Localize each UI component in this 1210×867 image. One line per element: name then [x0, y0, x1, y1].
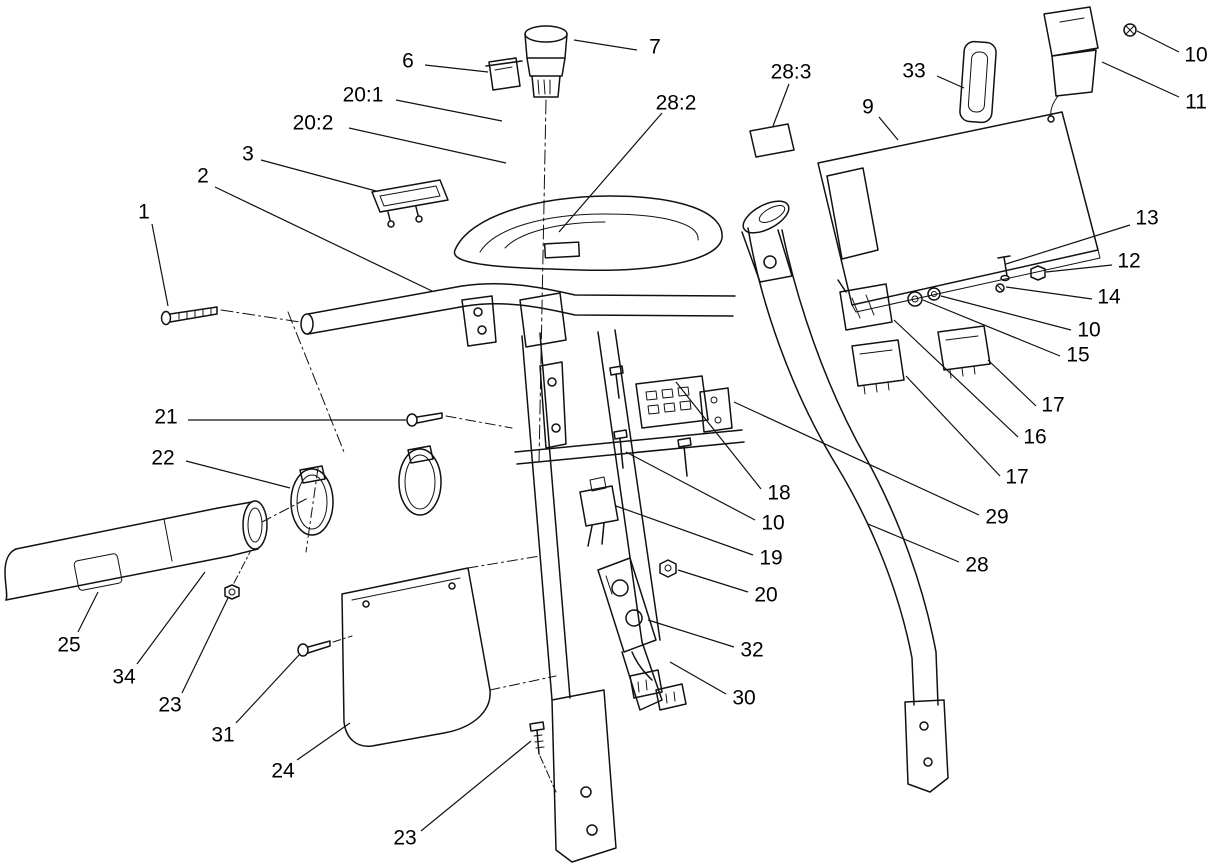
leader-line-22-24	[185, 460, 291, 489]
alignment-line-grip	[261, 497, 309, 523]
leader-line-17-18	[987, 359, 1037, 407]
leader-line-18-25	[675, 381, 762, 490]
leader-line-16-19	[893, 319, 1019, 438]
leader-line-32-29	[647, 619, 735, 648]
part-23-nut	[224, 584, 240, 600]
part-32-switch-bracket	[597, 557, 657, 653]
leader-line-3-2	[260, 159, 377, 192]
part-17-relay-b	[851, 339, 905, 395]
leader-line-1-0	[151, 223, 169, 307]
part-11-module	[1043, 6, 1099, 123]
part-console-panel	[453, 195, 723, 271]
alignment-line-left	[287, 311, 345, 453]
part-16-switch	[837, 279, 893, 331]
part-7-key-switch	[524, 25, 568, 98]
part-30-harness	[629, 651, 687, 711]
part-33-strap	[959, 40, 997, 124]
part-9-panel	[817, 111, 1101, 313]
part-6-cap	[485, 57, 523, 91]
part-20-nut	[659, 559, 677, 578]
leader-line-28-3-8	[772, 83, 790, 127]
part-34-grip-tube	[4, 507, 231, 601]
part-13-pin	[997, 255, 1011, 282]
part-28-right-handle	[741, 200, 949, 793]
part-29-bracket	[699, 387, 733, 433]
part-upper-handle	[300, 282, 736, 347]
part-23-bolt-bottom	[529, 721, 545, 755]
alignment-line-clamp	[305, 467, 319, 553]
leader-line-31-34	[235, 654, 300, 724]
part-3-bracket	[371, 179, 449, 228]
alignment-line-screw21	[445, 415, 513, 429]
part-31-screw	[297, 640, 331, 657]
part-17-relay-a	[937, 325, 991, 379]
leader-line-23-36	[420, 740, 532, 832]
part-18-fuse-block	[635, 375, 709, 429]
part-10-bolts-middle	[609, 365, 692, 477]
part-14-rivet	[995, 283, 1005, 293]
leader-line-13-13	[1005, 224, 1131, 265]
alignment-line-nut23	[233, 551, 251, 584]
part-10-screw-top	[1123, 23, 1137, 37]
leader-line-30-30	[669, 661, 727, 695]
leader-line-6-3	[424, 64, 489, 73]
leader-line-15-17	[922, 299, 1061, 357]
leader-line-23-33	[181, 597, 229, 694]
leader-line-33-9	[936, 75, 965, 89]
leader-line-14-15	[1005, 286, 1093, 300]
leader-line-9-10	[878, 116, 899, 141]
leader-line-28-2-7	[558, 112, 663, 233]
leader-line-10-16	[940, 295, 1072, 331]
leader-line-24-35	[296, 722, 351, 761]
part-22-clamps	[290, 445, 442, 536]
leader-line-25-31	[77, 591, 99, 633]
leader-line-7-4	[573, 39, 638, 51]
leader-line-17-20	[905, 375, 1001, 477]
leader-line-10-11	[1136, 30, 1180, 53]
leader-line-34-32	[136, 571, 206, 665]
alignment-line-panel24	[467, 555, 557, 691]
part-12-nut	[1030, 265, 1046, 281]
part-28-3-pad	[749, 123, 795, 158]
leader-lines	[77, 30, 1180, 832]
part-bolt-1	[160, 306, 218, 326]
alignment-line-bolt1	[220, 309, 301, 323]
part-21-screw	[406, 412, 443, 427]
centerline-key-switch	[538, 99, 547, 463]
part-19-connector	[579, 476, 619, 547]
part-25-inner-tube	[217, 500, 268, 557]
leader-line-19-27	[615, 505, 754, 556]
leader-line-2-1	[214, 186, 433, 292]
leader-line-28-22	[867, 523, 960, 563]
part-10-washer-right	[927, 287, 941, 301]
leader-line-11-12	[1101, 61, 1180, 98]
part-24-cover-panel	[341, 567, 491, 747]
part-15-washer	[907, 291, 923, 307]
leader-line-20-28	[677, 569, 749, 593]
leader-line-10-26	[625, 451, 756, 521]
leader-line-29-21	[733, 401, 980, 516]
alignment-line-screw31	[332, 635, 353, 643]
part-center-frame	[514, 292, 745, 863]
leader-line-12-14	[1045, 264, 1113, 273]
leader-line-20-2-6	[348, 127, 507, 164]
alignment-line-bolt23	[539, 755, 557, 793]
leader-line-20-1-5	[395, 99, 503, 122]
